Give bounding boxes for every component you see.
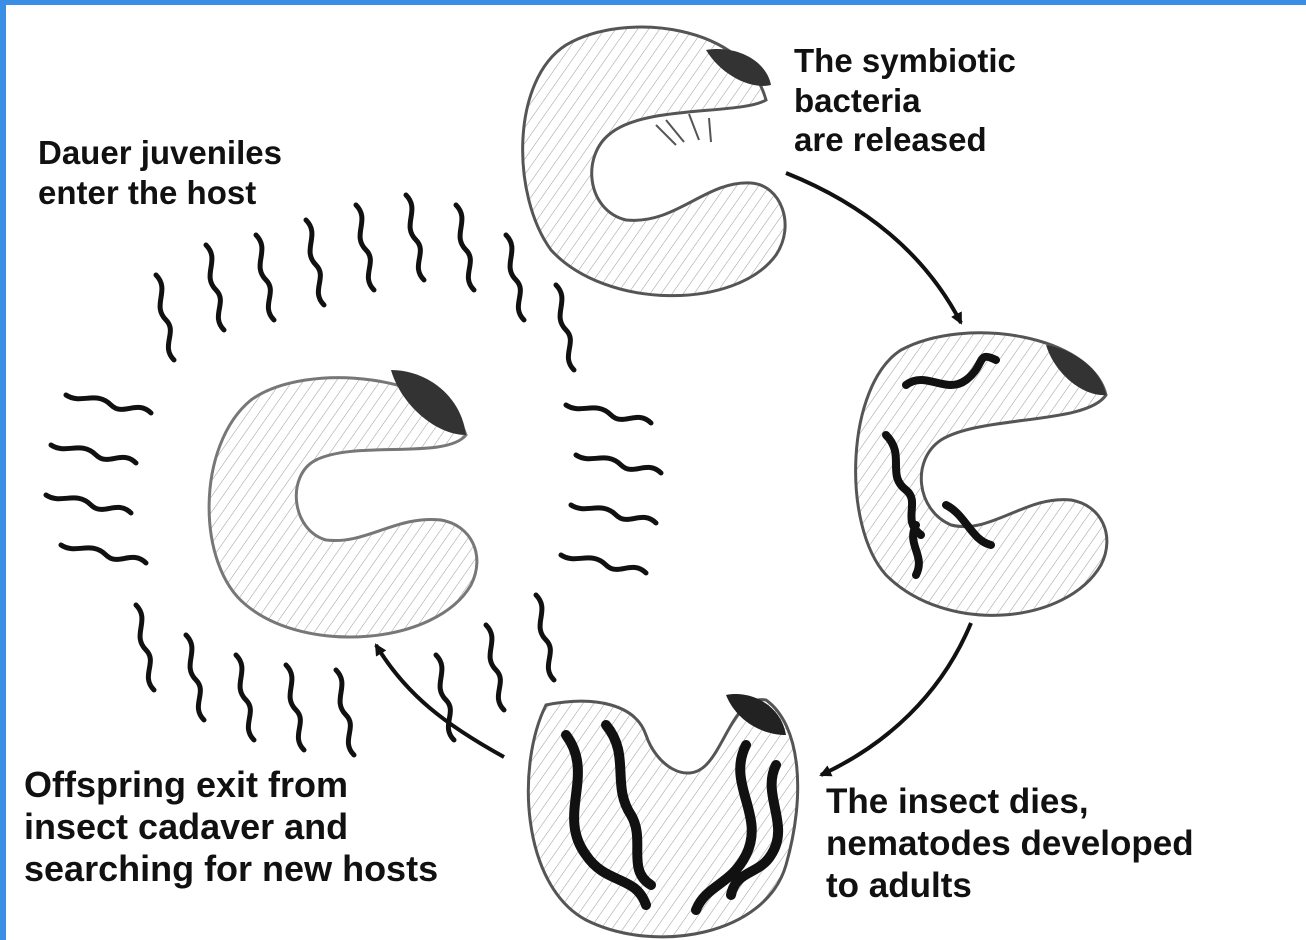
- larva-cadaver: [528, 694, 797, 937]
- larva-icon: [523, 27, 785, 296]
- label-insect-dies: The insect dies, nematodes developed to …: [826, 781, 1304, 907]
- larva-with-nematodes: [856, 333, 1107, 616]
- arrow-nematodes-to-dies: [821, 623, 971, 775]
- larva-infected: [523, 27, 785, 296]
- label-symbiotic-bacteria: The symbiotic bacteria are released: [794, 41, 1016, 160]
- lifecycle-diagram: Dauer juveniles enter the host The symbi…: [6, 5, 1306, 940]
- arrow-bacteria-to-nematodes: [786, 173, 961, 323]
- juvenile-worms: [46, 195, 661, 755]
- larva-icon: [528, 694, 797, 937]
- larva-icon: [209, 370, 477, 637]
- label-offspring-exit: Offspring exit from insect cadaver and s…: [24, 764, 438, 890]
- larva-emerging-juveniles: [46, 195, 661, 755]
- label-dauer-juveniles: Dauer juveniles enter the host: [38, 133, 282, 212]
